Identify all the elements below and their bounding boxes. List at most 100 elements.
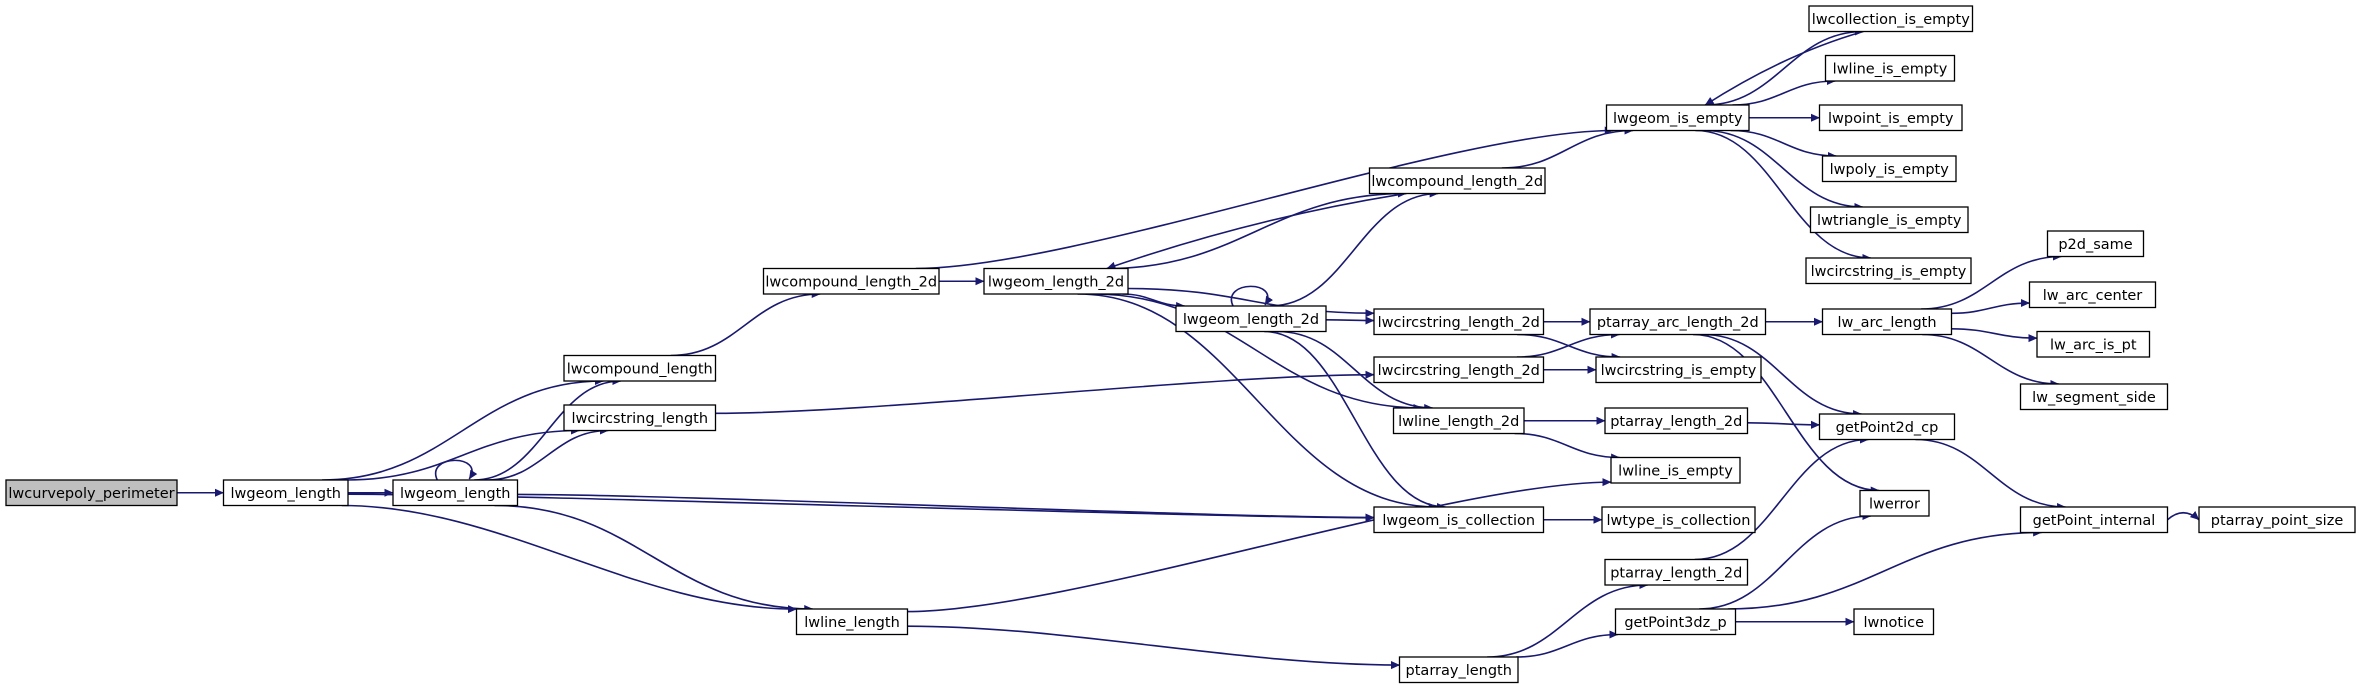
node-lwcircstring-length-2d-a[interactable]: lwcircstring_length_2d [1373,308,1545,336]
node-box [1368,167,1546,195]
node-box [1175,305,1327,333]
node-lwtriangle-is-empty[interactable]: lwtriangle_is_empty [1809,206,1969,234]
node-box [1605,104,1750,132]
node-lwcircstring-is-empty-top[interactable]: lwcircstring_is_empty [1805,257,1972,285]
node-ptarray-length-2d-b[interactable]: ptarray_length_2d [1604,558,1749,586]
node-lwgeom-is-empty[interactable]: lwgeom_is_empty [1605,104,1750,132]
edge-lw_arc_length-to-lw_arc_center [1951,298,2030,315]
edge-lwgeom_length_2d_a-to-lwline_length_2d [1092,293,1423,413]
edge-lwline_length_2d-to-lwline_is_empty_mid [1514,432,1621,462]
node-label: lw_arc_length [1837,315,1936,331]
node-label: lwcircstring_is_empty [1811,264,1967,280]
node-lw-arc-center[interactable]: lw_arc_center [2028,281,2157,309]
node-lwgeom-length-2d-a[interactable]: lwgeom_length_2d [983,267,1129,295]
edge-lwgeom_length_2d_b-to-lwgeom_length_2d_b [1230,285,1274,307]
node-lwnotice[interactable]: lwnotice [1853,608,1935,636]
edge-lwgeom_length_a-to-lwcompound_length [322,376,604,481]
node-box [1610,456,1741,484]
node-label: lwcompound_length_2d [1371,174,1543,190]
edge-lw_arc_length-to-lw_arc_is_pt [1951,327,2038,343]
node-ptarray-length[interactable]: ptarray_length [1398,656,1519,684]
node-box [1824,54,1956,82]
edge-lwline_length-to-lwline_is_empty_mid [907,478,1612,613]
edge-lwgeom_length_b-to-lwcompound_length [474,376,622,481]
node-box [1392,407,1525,435]
edge-lwgeom_length_b-to-lwline_length [494,504,814,614]
edge-lwgeom_is_empty-to-lwcollection_is_empty [1705,27,1864,106]
node-lwcircstring-is-empty-mid[interactable]: lwcircstring_is_empty [1595,356,1762,384]
node-label: ptarray_length_2d [1610,414,1742,430]
node-label: lwgeom_length [400,486,510,502]
edge-lwgeom_is_empty-to-lwline_is_empty_top [1732,76,1836,106]
node-box [1818,104,1963,132]
edge-lw_arc_length-to-lw_segment_side [1922,333,2060,389]
node-lwline-length[interactable]: lwline_length [795,608,909,636]
edge-lwgeom_length_2d_b-to-lwcircstring_length_2d_a [1325,316,1375,325]
node-ptarray-arc-length-2d[interactable]: ptarray_arc_length_2d [1589,308,1767,336]
node-lwpoly-is-empty[interactable]: lwpoly_is_empty [1821,155,1957,183]
node-box [1601,506,1756,534]
edge-lw_arc_length-to-p2d_same [1921,252,2062,310]
node-lw-arc-is-pt[interactable]: lw_arc_is_pt [2036,330,2151,358]
edge-ptarray_length-to-getPoint3dz_p [1516,630,1619,658]
node-lwcircstring-length[interactable]: lwcircstring_length [563,404,717,432]
node-label: lwcircstring_length_2d [1378,315,1540,331]
node-label: lwtriangle_is_empty [1817,213,1962,229]
node-box [762,267,940,295]
node-box [2198,506,2356,534]
node-label: lwline_length_2d [1398,414,1519,430]
node-box [1595,356,1762,384]
node-lwgeom-length-b[interactable]: lwgeom_length [392,479,519,507]
edge-ptarray_arc_length_2d-to-lwerror [1692,333,1880,495]
node-lwcollection-is-empty[interactable]: lwcollection_is_empty [1808,5,1974,33]
node-label: ptarray_arc_length_2d [1597,315,1759,331]
node-box [2019,506,2169,534]
node-lwerror[interactable]: lwerror [1859,489,1930,517]
node-ptarray-length-2d-a[interactable]: ptarray_length_2d [1604,407,1749,435]
node-lwline-length-2d[interactable]: lwline_length_2d [1392,407,1525,435]
node-lwtype-is-collection[interactable]: lwtype_is_collection [1601,506,1756,534]
node-lwgeom-length-a[interactable]: lwgeom_length [222,479,349,507]
node-getPoint2d-cp[interactable]: getPoint2d_cp [1818,413,1956,441]
node-p2d-same[interactable]: p2d_same [2046,230,2145,258]
node-label: lw_arc_center [2043,288,2143,304]
node-lw-arc-length[interactable]: lw_arc_length [1821,308,1953,336]
node-box [1808,5,1974,33]
edge-lwgeom_length_2d_b-to-lwcompound_length_2d_b [1270,189,1439,307]
node-lwcompound-length-2d-b[interactable]: lwcompound_length_2d [1368,167,1546,195]
node-lwcompound-length[interactable]: lwcompound_length [563,354,717,382]
node-label: lwcircstring_length_2d [1378,363,1540,379]
node-lwgeom-is-collection[interactable]: lwgeom_is_collection [1373,506,1545,534]
node-lwgeom-length-2d-b[interactable]: lwgeom_length_2d [1175,305,1327,333]
edge-ptarray_arc_length_2d-to-getPoint2d_cp [1703,333,1863,419]
edge-lwcompound_length_2d_b-to-lwgeom_is_empty [1501,126,1634,169]
node-label: ptarray_point_size [2211,513,2344,529]
node-box [222,479,349,507]
node-lwline-is-empty-top[interactable]: lwline_is_empty [1824,54,1956,82]
node-box [392,479,519,507]
node-label: ptarray_length [1406,663,1512,679]
node-box [1604,407,1749,435]
node-label: lwline_is_empty [1618,463,1733,479]
edge-getPoint3dz_p-to-lwerror [1699,511,1872,610]
node-ptarray-point-size[interactable]: ptarray_point_size [2198,506,2356,534]
node-label: lwgeom_length_2d [1183,312,1319,328]
node-root[interactable]: lwcurvepoly_perimeter [5,479,178,507]
edge-getPoint3dz_p-to-getPoint_internal [1727,528,2043,610]
edge-lwgeom_length_a-to-lwline_length [341,504,797,614]
node-getPoint-internal[interactable]: getPoint_internal [2019,506,2169,534]
node-lwcircstring-length-2d-b[interactable]: lwcircstring_length_2d [1373,356,1545,384]
node-lwline-is-empty-mid[interactable]: lwline_is_empty [1610,456,1741,484]
edge-lwline_length-to-ptarray_length [907,625,1400,670]
node-label: lwpoly_is_empty [1830,162,1950,178]
node-box [1373,308,1545,336]
node-label: lwcompound_length_2d [765,274,937,290]
node-lwpoint-is-empty[interactable]: lwpoint_is_empty [1818,104,1963,132]
node-getPoint3dz-p[interactable]: getPoint3dz_p [1614,608,1737,636]
node-box [1589,308,1767,336]
node-lw-segment-side[interactable]: lw_segment_side [2019,383,2169,411]
node-lwcompound-length-2d-a[interactable]: lwcompound_length_2d [762,267,940,295]
edge-lwgeom_length_2d_a-to-lwcircstring_length_2d_a [1127,287,1375,318]
